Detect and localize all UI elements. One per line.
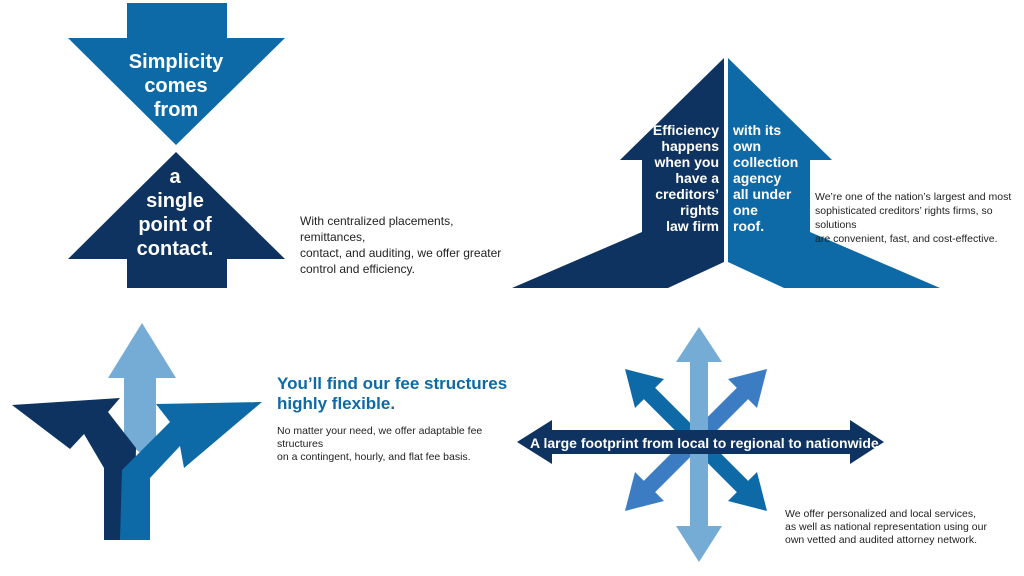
efficiency-right-line: own [733, 138, 761, 154]
efficiency-left-line: creditors’ [655, 186, 719, 202]
flexible-description-line: No matter your need, we offer adaptable … [277, 425, 483, 450]
efficiency-left-line: rights [680, 202, 719, 218]
efficiency-right-line: collection [733, 154, 799, 170]
efficiency-left-line: have a [675, 170, 719, 186]
efficiency-description-line: sophisticated creditors’ rights firms, s… [815, 205, 993, 231]
simplicity-up-arrow [68, 152, 285, 288]
simplicity-bottom-text: a single point of contact. [100, 165, 250, 261]
simplicity-top-line: comes [144, 75, 208, 97]
efficiency-right-arrow [728, 58, 940, 288]
flexible-description: No matter your need, we offer adaptable … [277, 425, 517, 464]
simplicity-bottom-line: single [146, 190, 204, 212]
flexible-heading-line: You’ll find our fee structures [277, 374, 508, 393]
starburst-arrows-icon [517, 327, 884, 562]
footprint-description: We offer personalized and local services… [785, 508, 1005, 547]
footprint-band-text: A large footprint from local to regional… [530, 435, 883, 451]
simplicity-down-arrow [68, 3, 285, 145]
efficiency-left-line: when you [654, 154, 719, 170]
efficiency-description: We’re one of the nation’s largest and mo… [815, 190, 1015, 246]
flexible-description-line: on a contingent, hourly, and flat fee ba… [277, 451, 471, 463]
efficiency-description-line: are convenient, fast, and cost-effective… [815, 233, 998, 245]
simplicity-bottom-line: a [169, 166, 181, 188]
efficiency-right-line: with its [733, 122, 782, 138]
simplicity-description-line: contact, and auditing, we offer greater [300, 246, 502, 260]
efficiency-left-line: law firm [666, 218, 719, 234]
simplicity-top-line: from [153, 99, 199, 121]
efficiency-left-line: happens [661, 138, 719, 154]
footprint-band-arrow [517, 420, 884, 464]
efficiency-description-line: We’re one of the nation’s largest and mo… [815, 191, 1012, 203]
efficiency-right-line: all under [733, 186, 792, 202]
simplicity-description-line: With centralized placements, remittances… [300, 214, 454, 244]
flexible-heading: You’ll find our fee structures highly fl… [277, 374, 517, 414]
efficiency-left-arrow [512, 58, 724, 288]
efficiency-left-text: Efficiency happens when you have a credi… [626, 122, 719, 234]
simplicity-top-line: Simplicity [128, 51, 224, 73]
efficiency-left-line: Efficiency [652, 122, 719, 138]
simplicity-top-text: Simplicity comes from [68, 50, 284, 122]
simplicity-bottom-line: contact. [136, 238, 214, 260]
fork-arrows-icon [12, 323, 262, 540]
simplicity-description: With centralized placements, remittances… [300, 213, 520, 277]
footprint-description-line: We offer personalized and local services… [785, 508, 977, 520]
footprint-description-line: own vetted and audited attorney network. [785, 534, 978, 546]
efficiency-right-text: with its own collection agency all under… [733, 122, 828, 234]
footprint-description-line: as well as national representation using… [785, 521, 987, 533]
efficiency-right-line: one [733, 202, 758, 218]
fork-right-arrow [120, 402, 262, 540]
flexible-heading-line: highly flexible. [277, 394, 396, 413]
efficiency-right-line: agency [733, 170, 782, 186]
simplicity-description-line: control and efficiency. [300, 262, 415, 276]
fork-up-arrow [108, 323, 176, 455]
simplicity-bottom-line: point of [138, 214, 212, 236]
efficiency-right-line: roof. [733, 218, 765, 234]
fork-left-arrow [12, 398, 136, 540]
